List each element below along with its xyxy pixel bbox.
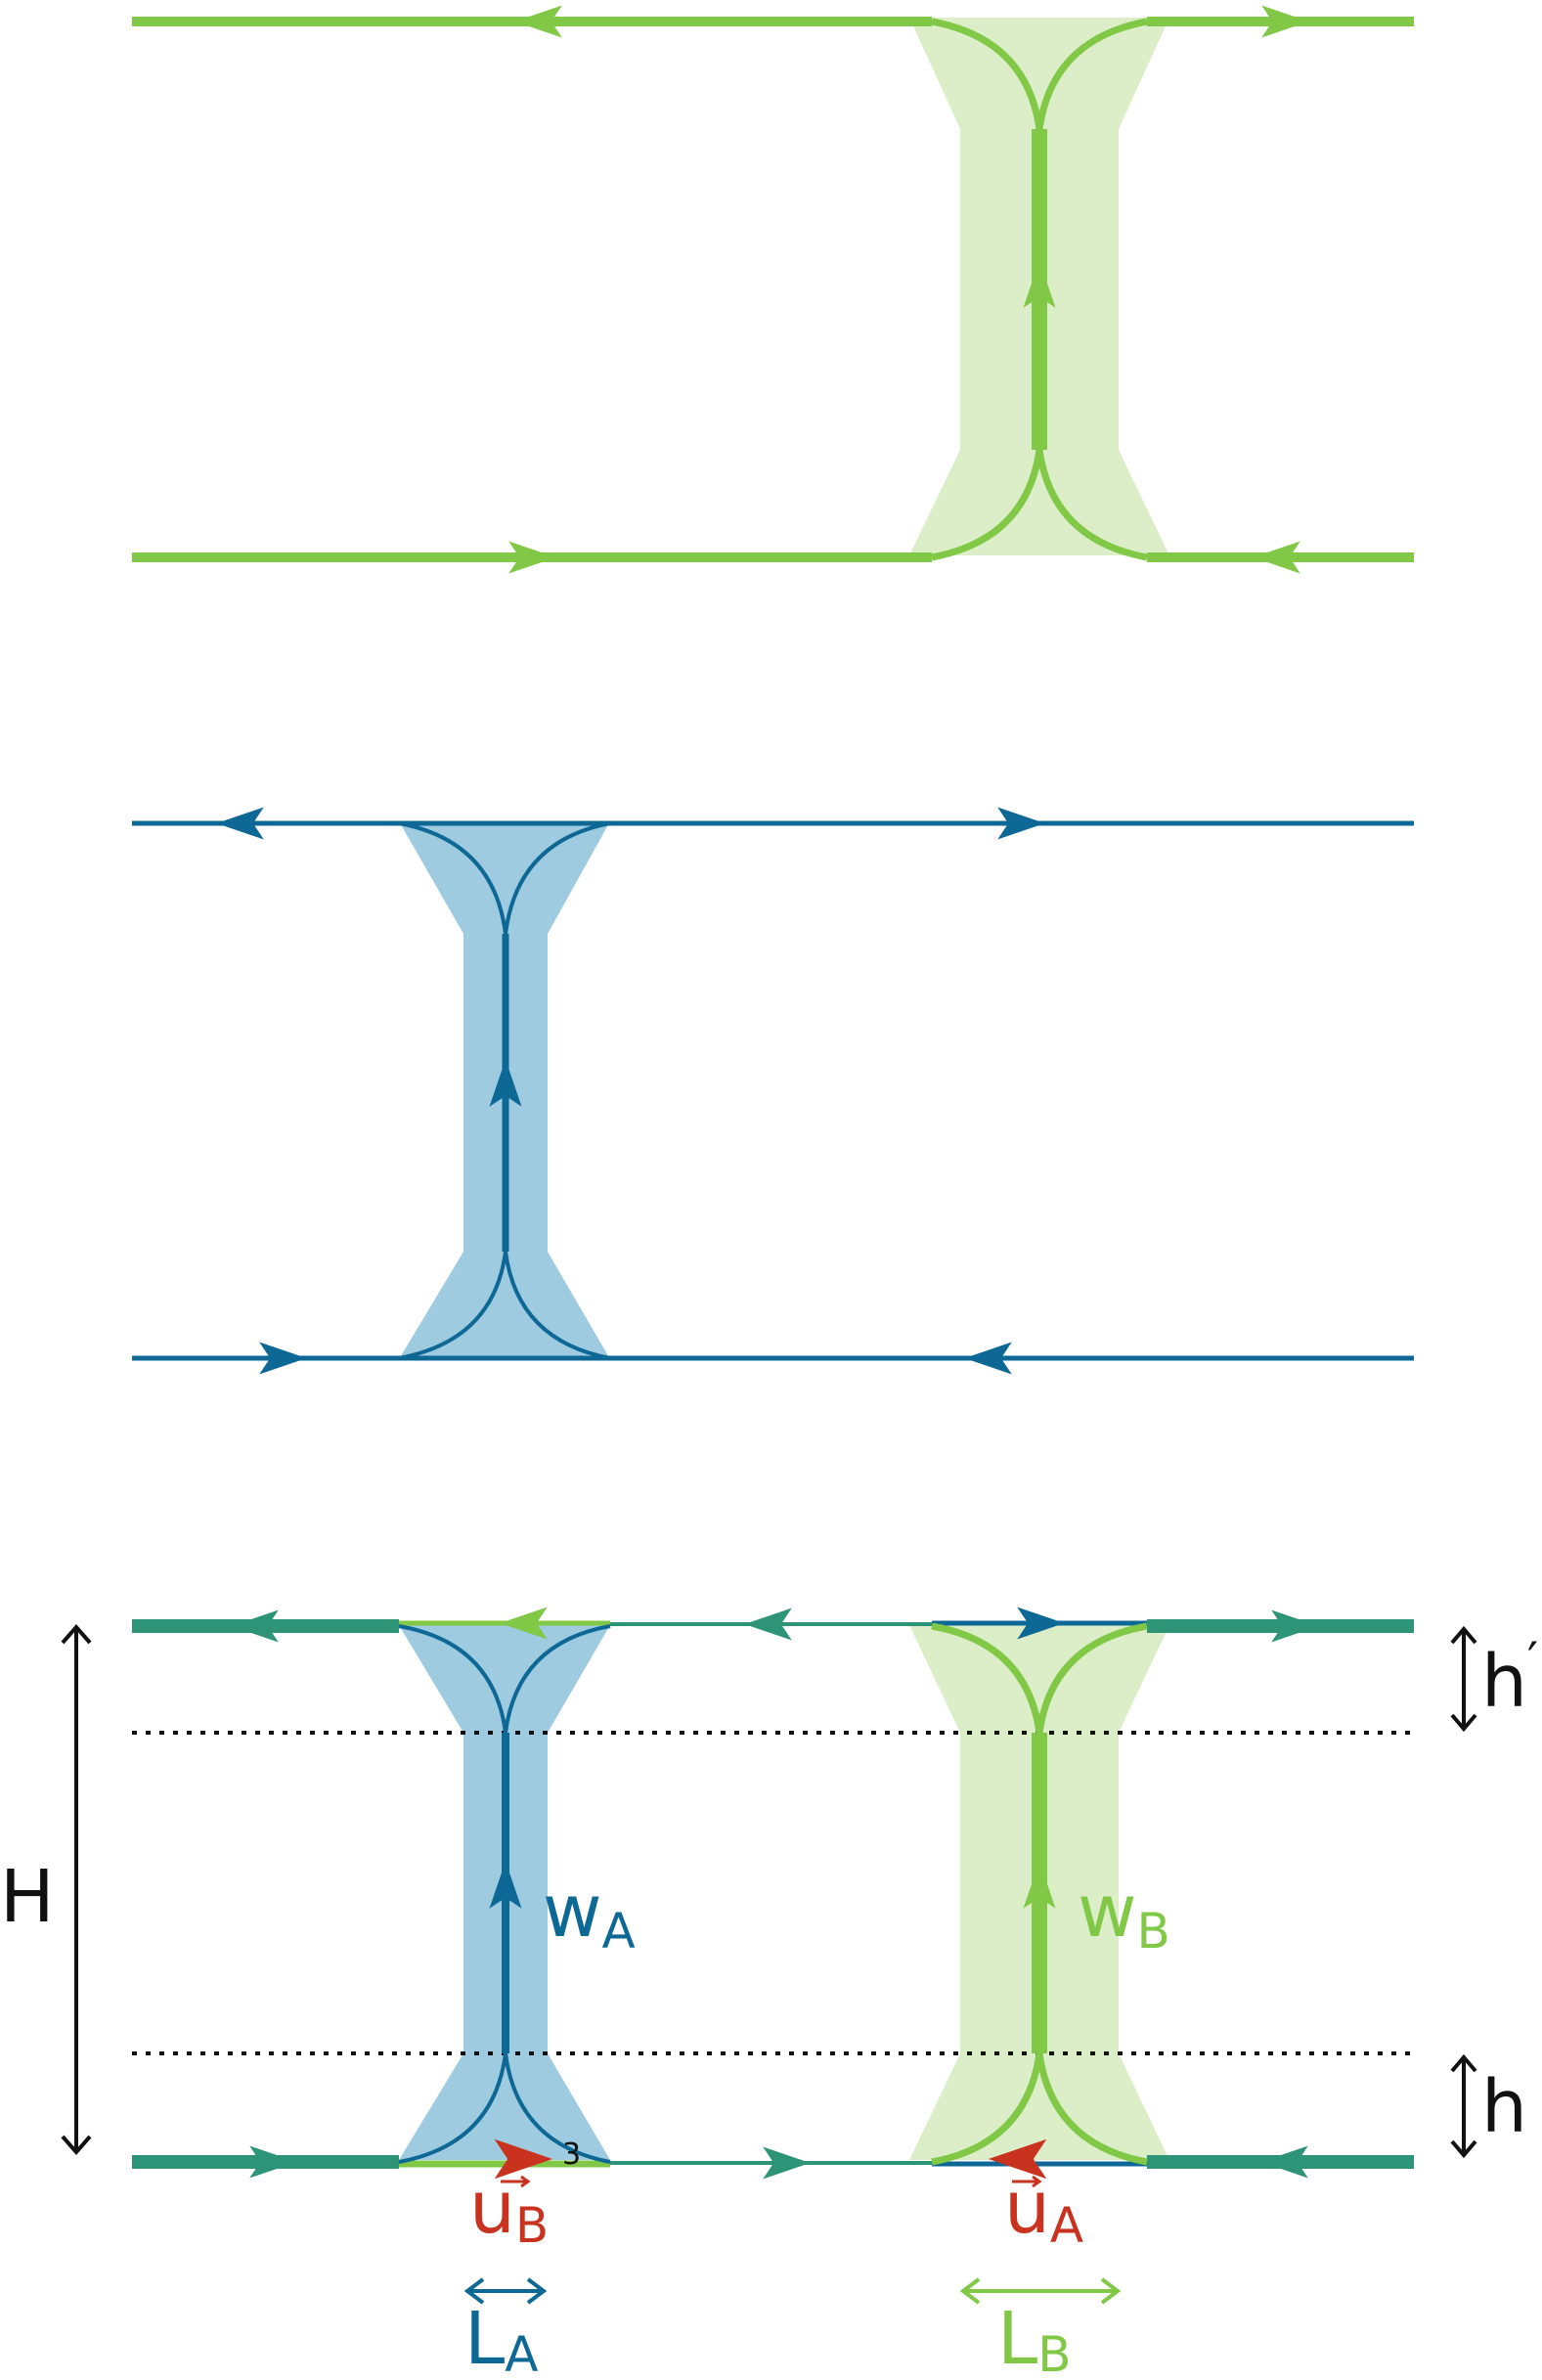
blue-curve-tr	[504, 821, 611, 935]
LB-label: LB	[997, 2297, 1072, 2375]
h-label: h	[1481, 2065, 1527, 2149]
combined-green-curve-bl	[931, 2052, 1043, 2166]
vector-arrow-icon	[501, 2175, 531, 2188]
LB-dimension-arrow	[959, 2277, 1122, 2305]
note-3-label: 3	[562, 2138, 581, 2172]
h-prime-dimension-arrow	[1450, 1625, 1477, 1733]
h-prime-label: h′	[1481, 1632, 1538, 1724]
H-dimension-arrow	[61, 1623, 92, 2156]
H-label: H	[0, 1855, 55, 1939]
LA-dimension-arrow	[463, 2277, 548, 2305]
combined-green-curve-br	[1035, 2052, 1148, 2166]
h-dimension-arrow	[1450, 2053, 1477, 2159]
blue-curve-br	[504, 1251, 611, 1360]
panel-combined-junctions	[61, 1607, 1477, 2305]
panel-blue-junction	[132, 807, 1414, 1375]
blue-curve-tl	[398, 821, 507, 935]
green-curve-tr	[1035, 18, 1148, 130]
green-curve-br	[1035, 449, 1148, 561]
blue-curve-bl	[398, 1251, 507, 1360]
combined-blue-curve-bl	[398, 2052, 507, 2164]
panel-green-junction	[132, 5, 1414, 574]
wA-label: wA	[543, 1870, 636, 1960]
green-curve-tl	[931, 18, 1043, 130]
uA-label: uA	[1004, 2166, 1083, 2254]
uB-label: uB	[469, 2166, 549, 2254]
combined-green-curve-tr	[1035, 1622, 1148, 1734]
vector-arrow-icon	[1012, 2175, 1042, 2188]
combined-blue-curve-tl	[398, 1624, 507, 1734]
combined-green-curve-tl	[931, 1622, 1043, 1734]
wB-label: wB	[1078, 1870, 1170, 1960]
combined-blue-curve-tr	[504, 1624, 611, 1734]
green-curve-bl	[931, 449, 1043, 561]
LA-label: LA	[464, 2297, 538, 2375]
combined-blue-curve-br	[504, 2052, 611, 2164]
labels: wA wB H h′ h uB uA LA LB 3	[0, 1632, 1538, 2380]
